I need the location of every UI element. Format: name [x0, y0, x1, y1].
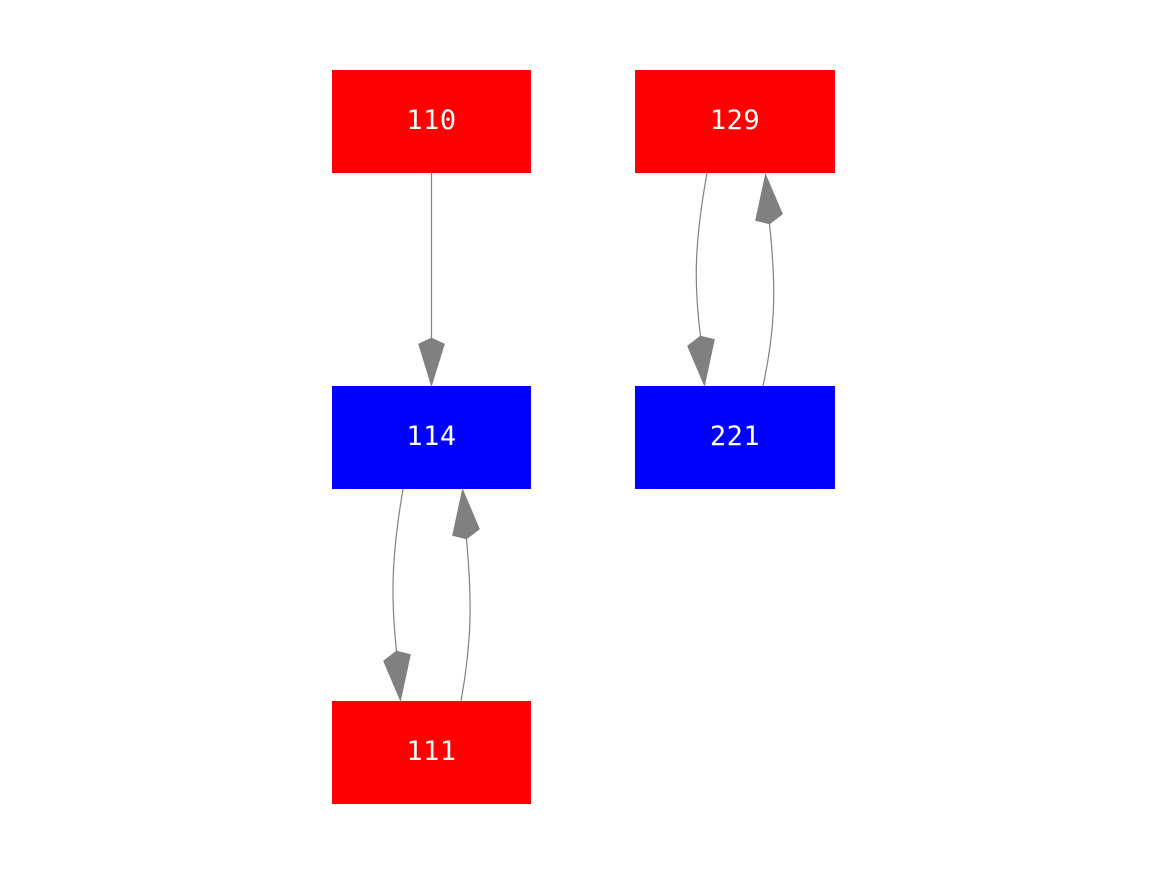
- node-129[interactable]: 129: [635, 70, 835, 173]
- edge-221-to-129: [755, 173, 783, 387]
- edge-114-to-111: [383, 488, 411, 702]
- arrowhead-110-to-114: [418, 337, 445, 388]
- node-114-label: 114: [406, 421, 457, 452]
- node-111-label: 111: [406, 736, 457, 767]
- edge-111-to-114: [452, 488, 480, 702]
- node-110-label: 110: [406, 105, 457, 136]
- node-221-label: 221: [709, 421, 761, 452]
- arrowhead-221-to-129: [755, 173, 783, 225]
- arrowhead-114-to-111: [383, 650, 411, 702]
- edge-129-to-221: [687, 172, 715, 387]
- arrowhead-129-to-221: [687, 335, 715, 387]
- node-129-label: 129: [709, 105, 761, 136]
- node-221[interactable]: 221: [635, 386, 835, 489]
- edge-110-to-114: [418, 173, 445, 388]
- node-111[interactable]: 111: [332, 701, 531, 804]
- node-114[interactable]: 114: [332, 386, 531, 489]
- arrowhead-111-to-114: [452, 488, 480, 540]
- node-110[interactable]: 110: [332, 70, 531, 173]
